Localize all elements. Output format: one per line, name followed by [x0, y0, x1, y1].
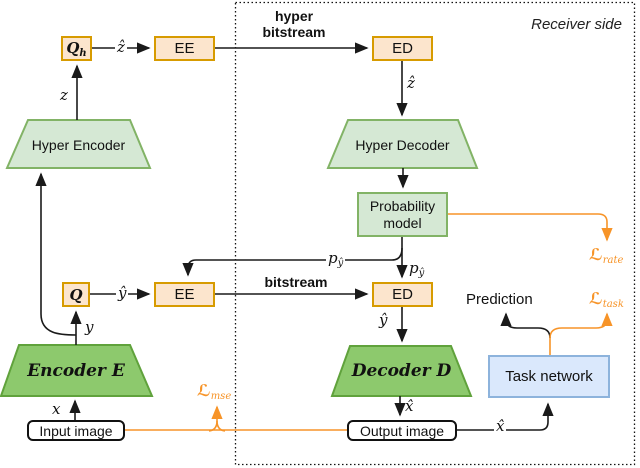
wire-prob-to-rate	[448, 213, 613, 242]
var-p-y-hat-right: pŷ	[409, 259, 425, 279]
wire-task-to-losstask	[549, 312, 613, 355]
entropy-encoder-hyper-box: EE	[154, 36, 215, 61]
probability-model-box: Probability model	[357, 192, 448, 237]
wire-output-to-task	[457, 402, 554, 431]
quantizer-box: Q	[62, 282, 90, 307]
decoder-shape	[330, 345, 473, 397]
task-network-box: Task network	[488, 355, 610, 398]
probability-model-line2: model	[383, 214, 422, 231]
wire-mse-arrow	[208, 405, 223, 432]
entropy-encoder-box: EE	[154, 282, 215, 307]
input-image-box: Input image	[27, 420, 125, 441]
decoder-symbol: D	[436, 361, 452, 381]
var-x: x	[52, 400, 61, 418]
receiver-side-border	[234, 1, 636, 466]
decoder-label: Decoder D	[332, 361, 471, 381]
encoder-shape	[0, 344, 154, 397]
quantizer-hyper-box: Qh	[61, 36, 92, 61]
probability-model-line1: Probability	[369, 197, 436, 214]
hyper-decoder-label: Hyper Decoder	[355, 137, 450, 153]
decoder-name: Decoder	[351, 361, 431, 381]
wire-py-to-ee	[182, 247, 403, 277]
hyper-encoder-label: Hyper Encoder	[31, 137, 126, 153]
q-symbol: Q	[69, 285, 83, 304]
hyper-bitstream-line2: bitstream	[262, 24, 326, 41]
var-y-hat-receiver: ŷ	[379, 311, 388, 329]
var-y-hat: ŷ	[116, 284, 129, 302]
hyper-bitstream-line1: hyper	[274, 8, 314, 24]
var-y: y	[85, 318, 94, 336]
hyper-bitstream-label: hyper bitstream	[246, 8, 342, 40]
loss-task-label: ℒtask	[589, 289, 624, 310]
receiver-side-label: Receiver side	[531, 16, 622, 33]
hyper-decoder-shape	[326, 119, 479, 169]
encoder-symbol: E	[111, 361, 125, 381]
output-image-box: Output image	[347, 420, 457, 441]
var-x-hat-out: x̂	[494, 417, 507, 435]
entropy-decoder-box: ED	[372, 282, 433, 307]
var-z-hat: ẑ	[115, 38, 127, 56]
hyper-encoder-shape	[5, 119, 152, 169]
wire-task-to-prediction	[500, 312, 551, 339]
var-z-hat-receiver: ẑ	[407, 74, 415, 92]
wire-y-to-hyperencoder	[35, 172, 77, 336]
loss-rate-label: ℒrate	[589, 245, 624, 266]
bitstream-label: bitstream	[264, 274, 328, 290]
var-p-y-hat-left: pŷ	[326, 249, 346, 269]
wire-mse-merge	[216, 420, 226, 432]
encoder-name: Encoder	[27, 361, 106, 381]
qh-symbol: Q	[66, 38, 80, 57]
var-x-hat: x̂	[405, 397, 414, 415]
loss-mse-label: ℒmse	[197, 381, 232, 402]
prediction-label: Prediction	[466, 291, 533, 308]
qh-subscript: h	[79, 47, 87, 59]
entropy-decoder-hyper-box: ED	[372, 36, 433, 61]
var-z: z	[60, 86, 68, 104]
encoder-label: Encoder E	[0, 361, 152, 381]
